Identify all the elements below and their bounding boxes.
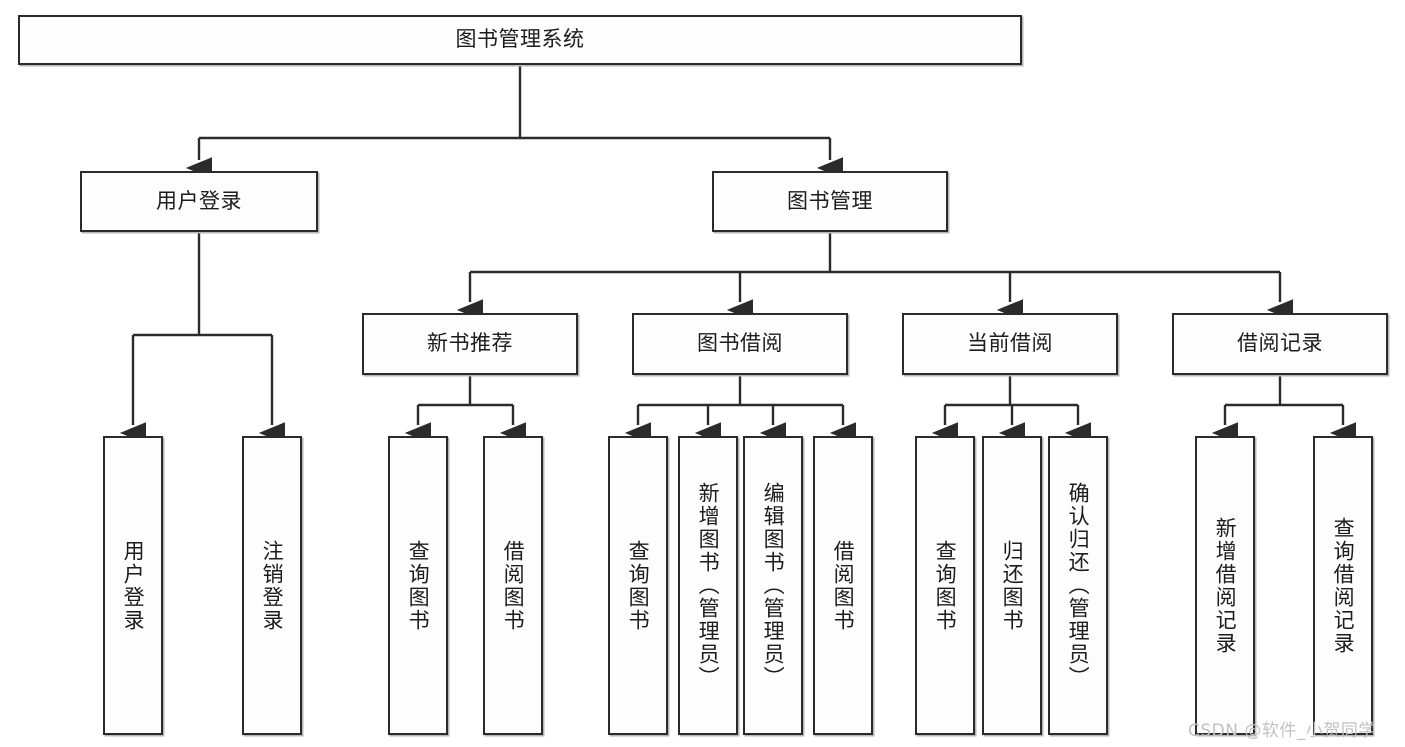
node-label: 借阅图书 — [831, 539, 856, 632]
node-leaf-borrow-book[interactable]: 借阅图书 — [813, 436, 873, 735]
node-label: 用户登录 — [121, 539, 146, 632]
node-label: 查询图书 — [626, 539, 651, 632]
node-label: 注销登录 — [260, 539, 285, 632]
node-borrow-record[interactable]: 借阅记录 — [1172, 313, 1388, 375]
node-leaf-logout[interactable]: 注销登录 — [242, 436, 302, 735]
node-leaf-return-book[interactable]: 归还图书 — [982, 436, 1042, 735]
node-label: 新书推荐 — [427, 331, 513, 356]
node-leaf-query-book-rec[interactable]: 查询图书 — [388, 436, 448, 735]
watermark-text: CSDN @软件_小贺同学 — [1188, 721, 1376, 741]
node-book-manage[interactable]: 图书管理 — [712, 171, 948, 232]
node-leaf-edit-book[interactable]: 编辑图书（管理员） — [743, 436, 803, 735]
node-label: 借阅记录 — [1237, 331, 1323, 356]
node-label: 当前借阅 — [967, 331, 1053, 356]
node-new-book-rec[interactable]: 新书推荐 — [362, 313, 578, 375]
node-label: 编辑图书（管理员） — [761, 482, 786, 689]
node-label: 图书借阅 — [697, 331, 783, 356]
node-label: 图书管理系统 — [455, 27, 585, 52]
node-leaf-query-book-current[interactable]: 查询图书 — [915, 436, 975, 735]
node-label: 借阅图书 — [501, 539, 526, 632]
node-leaf-borrow-book-rec[interactable]: 借阅图书 — [483, 436, 543, 735]
node-leaf-confirm-return[interactable]: 确认归还（管理员） — [1048, 436, 1108, 735]
node-label: 确认归还（管理员） — [1066, 482, 1091, 689]
node-label: 查询图书 — [933, 539, 958, 632]
node-label: 图书管理 — [787, 188, 873, 213]
node-leaf-query-record[interactable]: 查询借阅记录 — [1313, 436, 1373, 735]
node-user-login[interactable]: 用户登录 — [80, 171, 318, 232]
node-label: 新增借阅记录 — [1213, 516, 1238, 655]
node-label: 查询借阅记录 — [1331, 516, 1356, 655]
node-current-borrow[interactable]: 当前借阅 — [902, 313, 1118, 375]
node-root[interactable]: 图书管理系统 — [18, 15, 1022, 65]
node-leaf-add-record[interactable]: 新增借阅记录 — [1195, 436, 1255, 735]
node-label: 新增图书（管理员） — [696, 482, 721, 689]
node-label: 归还图书 — [1000, 539, 1025, 632]
node-leaf-add-book[interactable]: 新增图书（管理员） — [678, 436, 738, 735]
node-book-borrow[interactable]: 图书借阅 — [632, 313, 848, 375]
node-leaf-user-login[interactable]: 用户登录 — [103, 436, 163, 735]
node-label: 查询图书 — [406, 539, 431, 632]
node-leaf-query-book-borrow[interactable]: 查询图书 — [608, 436, 668, 735]
node-label: 用户登录 — [156, 188, 242, 213]
